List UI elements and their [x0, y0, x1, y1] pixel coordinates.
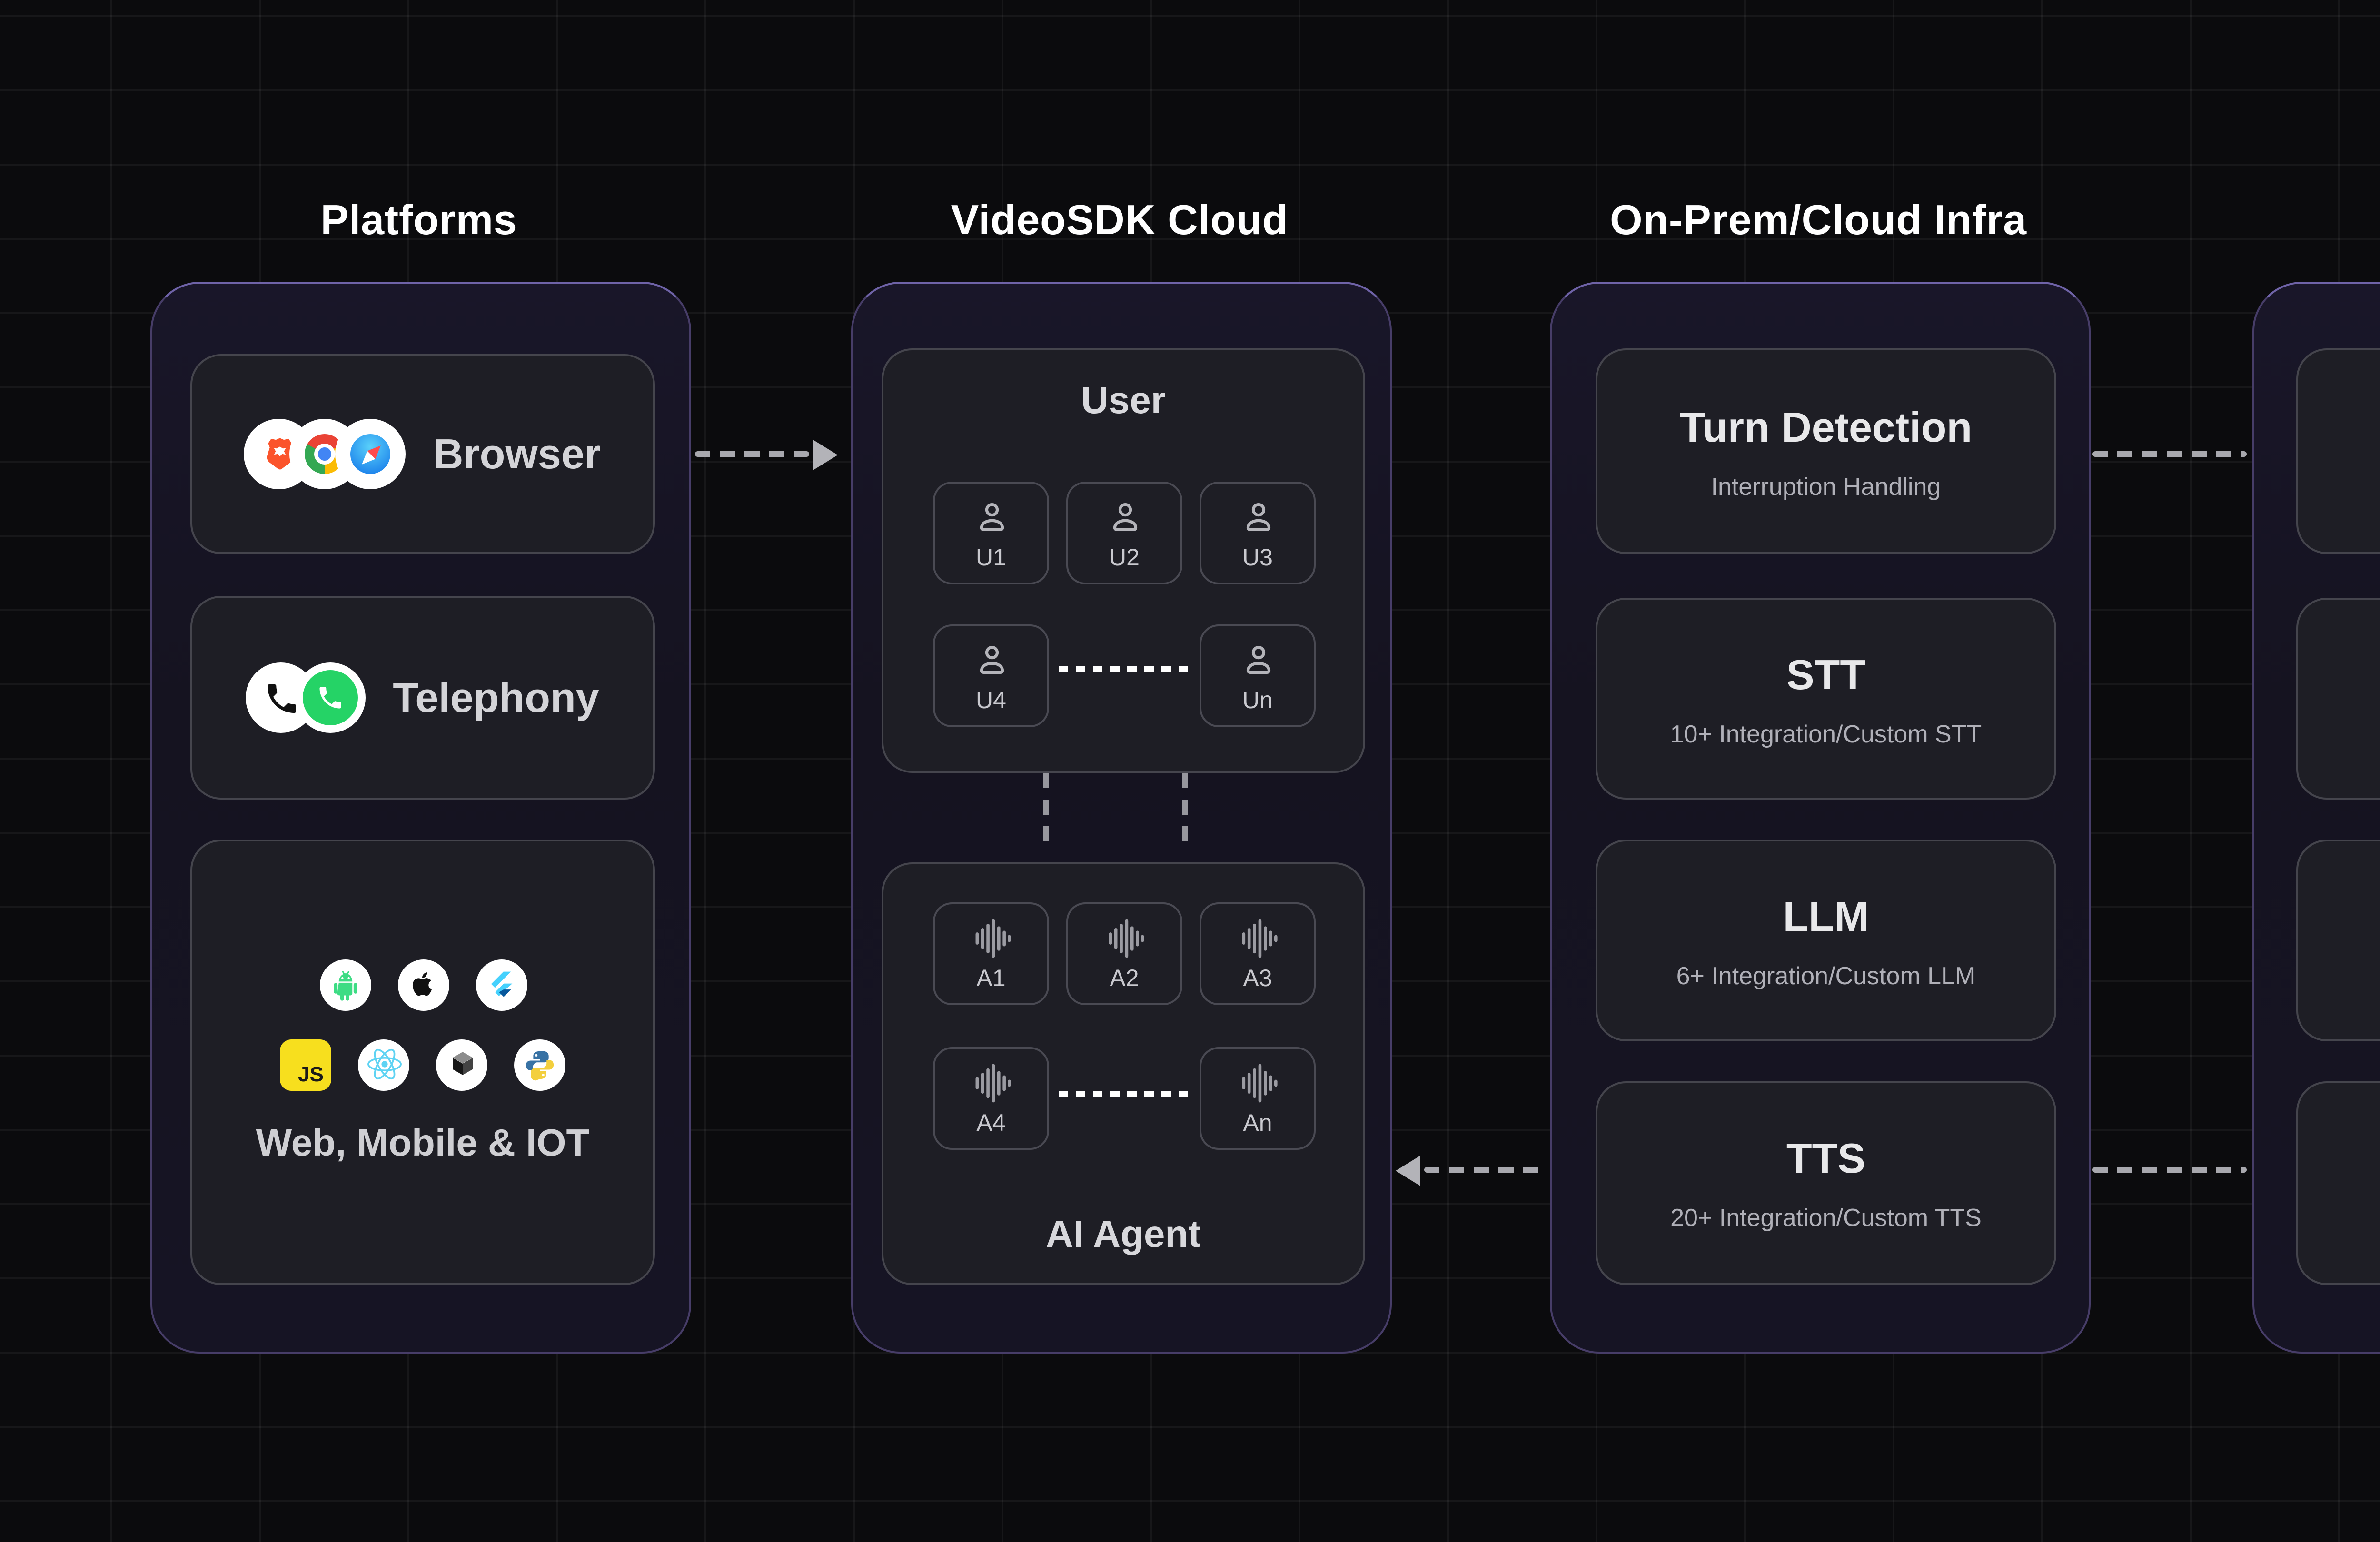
connector-tts-flow — [2092, 1167, 2247, 1173]
user-tile-u2: U2 — [1066, 482, 1182, 584]
arrowhead-right-icon — [813, 440, 838, 470]
stt-title: STT — [1786, 650, 1866, 698]
browser-icon-cluster — [244, 419, 407, 489]
flow-box: Flow (Conversation logic) — [2296, 1081, 2380, 1285]
person-icon — [1245, 503, 1270, 532]
whatsapp-icon — [296, 662, 367, 733]
llm-box: LLM 6+ Integration/Custom LLM — [1596, 840, 2056, 1041]
ai-agent-group-title: AI Agent — [1046, 1215, 1201, 1256]
iot-icon-row-2: JS — [280, 1038, 565, 1090]
turn-detection-title: Turn Detection — [1679, 403, 1973, 450]
stt-subtitle: 10+ Integration/Custom STT — [1670, 719, 1982, 747]
audio-waveform-icon — [1241, 919, 1277, 958]
agent-ellipsis-dash — [1059, 1091, 1192, 1097]
agent-tile-an: An — [1200, 1047, 1316, 1150]
javascript-icon: JS — [280, 1038, 331, 1090]
user-group-title: User — [1081, 381, 1166, 423]
connector-user-agent-left — [1043, 773, 1049, 853]
tts-subtitle: 20+ Integration/Custom TTS — [1670, 1203, 1982, 1232]
audio-waveform-icon — [1241, 1064, 1277, 1103]
column-header-platforms: Platforms — [320, 196, 517, 244]
agent-tile-a4: A4 — [933, 1047, 1049, 1150]
connector-platforms-videosdk — [695, 451, 809, 457]
connector-turndetection-pipeline — [2092, 451, 2247, 457]
connector-tts-aiagent — [1424, 1167, 1544, 1173]
audio-waveform-icon — [974, 919, 1010, 958]
browser-box: Browser — [190, 354, 655, 554]
llm-title: LLM — [1783, 892, 1869, 939]
telephony-label: Telephony — [393, 673, 599, 721]
turn-detection-subtitle: Interruption Handling — [1711, 471, 1941, 500]
person-icon — [1245, 646, 1270, 674]
python-icon — [514, 1038, 565, 1090]
agent-tile-a3: A3 — [1200, 902, 1316, 1005]
user-tile-u1: U1 — [933, 482, 1049, 584]
videosdk-cloud-card: User U1 U2 U3 U4 Un A1 — [851, 282, 1392, 1354]
column-header-videosdk: VideoSDK Cloud — [951, 196, 1289, 244]
mcp-box: MCP (Multi-Channel Processor) — [2296, 598, 2380, 800]
agent-worker-card: Pipeline (Data handling) MCP (Multi-Chan… — [2252, 282, 2380, 1354]
browser-label: Browser — [433, 429, 601, 477]
connector-user-agent-right — [1182, 773, 1188, 853]
iot-icon-row-1 — [319, 959, 526, 1010]
llm-subtitle: 6+ Integration/Custom LLM — [1676, 960, 1976, 989]
agent-tile-a1: A1 — [933, 902, 1049, 1005]
arrowhead-left-icon — [1396, 1156, 1420, 1186]
ai-agent-group-box: A1 A2 A3 A4 An AI Agent — [882, 862, 1365, 1285]
telephony-icon-cluster — [246, 662, 367, 733]
react-icon — [358, 1038, 409, 1090]
android-icon — [319, 959, 370, 1010]
user-group-box: User U1 U2 U3 U4 Un — [882, 348, 1365, 773]
column-header-onprem: On-Prem/Cloud Infra — [1610, 196, 2027, 244]
platforms-card: Browser Telephony — [150, 282, 691, 1354]
pipeline-box: Pipeline (Data handling) — [2296, 348, 2380, 554]
tts-title: TTS — [1786, 1135, 1866, 1182]
apple-icon — [397, 959, 448, 1010]
flutter-icon — [475, 959, 526, 1010]
stt-box: STT 10+ Integration/Custom STT — [1596, 598, 2056, 800]
agent-tile-a2: A2 — [1066, 902, 1182, 1005]
person-icon — [979, 646, 1003, 674]
user-ellipsis-dash — [1059, 666, 1192, 672]
web-mobile-iot-box: JS Web, Mobile & IOT — [190, 840, 655, 1285]
turn-detection-box: Turn Detection Interruption Handling — [1596, 348, 2056, 554]
user-tile-un: Un — [1200, 624, 1316, 727]
column-header-agent-worker: Agent Worker — [2252, 196, 2380, 246]
user-tile-u4: U4 — [933, 624, 1049, 727]
tts-box: TTS 20+ Integration/Custom TTS — [1596, 1081, 2056, 1285]
audio-waveform-icon — [1108, 919, 1143, 958]
telephony-box: Telephony — [190, 596, 655, 800]
user-tile-u3: U3 — [1200, 482, 1316, 584]
person-icon — [979, 503, 1003, 532]
person-icon — [1112, 503, 1137, 532]
onprem-card: Turn Detection Interruption Handling STT… — [1550, 282, 2091, 1354]
tools-box: Tools (Internal integrations) — [2296, 840, 2380, 1041]
web-mobile-iot-label: Web, Mobile & IOT — [256, 1122, 590, 1164]
safari-icon — [336, 419, 407, 489]
audio-waveform-icon — [974, 1064, 1010, 1103]
unity-icon — [436, 1038, 487, 1090]
